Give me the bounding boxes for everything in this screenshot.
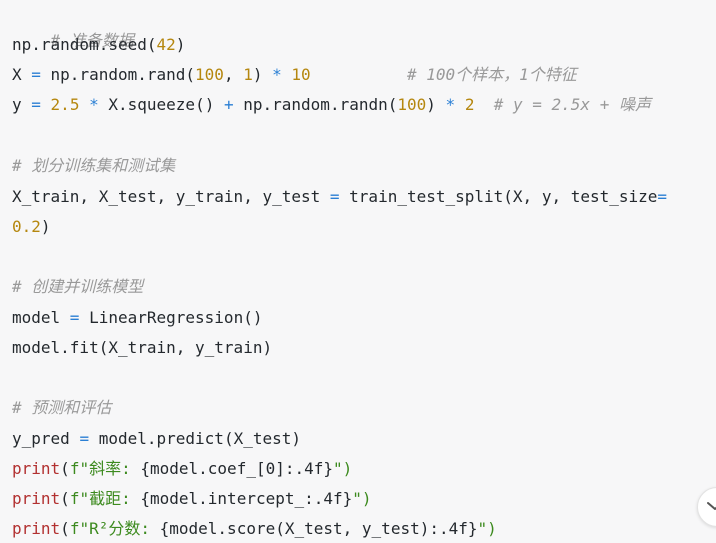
code-line: # 预测和评估 [12, 398, 112, 417]
code-line: np.random.seed(42) [12, 35, 186, 54]
code-line: print(f"斜率: {model.coef_[0]:.4f}") [12, 459, 353, 478]
code-line: 0.2) [12, 217, 51, 236]
code-line: print(f"截距: {model.intercept_:.4f}") [12, 489, 372, 508]
code-line: X = np.random.rand(100, 1) * 10 # 100个样本… [12, 65, 577, 84]
code-line: # 准备数据 [50, 31, 134, 50]
code-line: y = 2.5 * X.squeeze() + np.random.randn(… [12, 95, 651, 114]
code-line: y_pred = model.predict(X_test) [12, 429, 301, 448]
code-line: print(f"R²分数: {model.score(X_test, y_tes… [12, 519, 497, 538]
scroll-down-button[interactable] [697, 487, 716, 527]
code-line: model = LinearRegression() [12, 308, 263, 327]
chevron-down-icon [707, 502, 716, 510]
code-line: X_train, X_test, y_train, y_test = train… [12, 187, 668, 206]
code-line: # 创建并训练模型 [12, 277, 144, 296]
code-line: # 划分训练集和测试集 [12, 156, 176, 175]
code-line: model.fit(X_train, y_train) [12, 338, 273, 357]
